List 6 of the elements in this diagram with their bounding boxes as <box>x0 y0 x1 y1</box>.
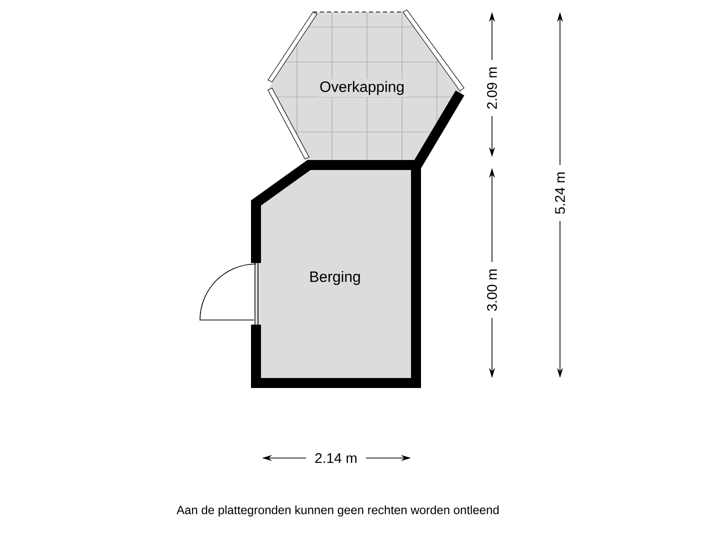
room: Overkapping <box>268 12 462 160</box>
caption: Aan de plattegronden kunnen geen rechten worden ontleend <box>176 505 499 517</box>
dimension-label: 2.09 m <box>487 68 497 109</box>
dimension-label: 5.24 m <box>555 172 565 214</box>
dimension-label: 2.14 m <box>315 453 356 463</box>
dimension-label: 3.00 m <box>487 270 497 311</box>
